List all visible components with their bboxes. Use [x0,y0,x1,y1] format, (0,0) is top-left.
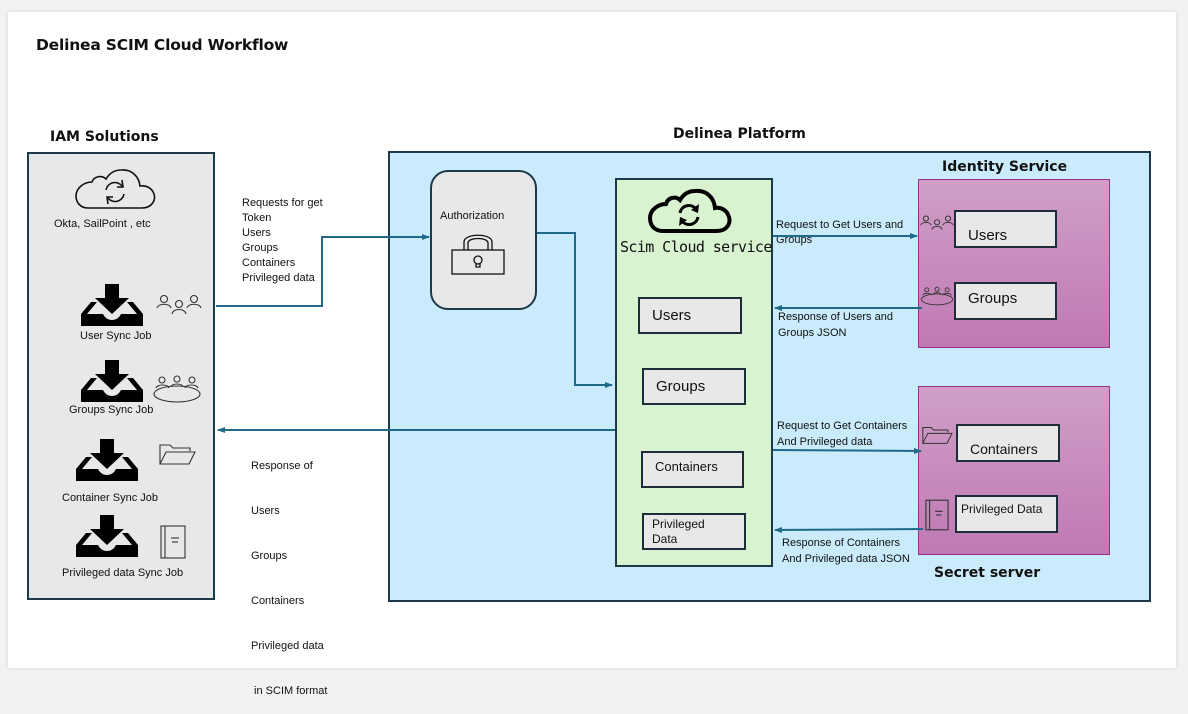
scim-item-containers: Containers [641,451,744,488]
platform-heading: Delinea Platform [673,126,806,142]
secret-server-heading: Secret server [934,565,1041,581]
secret-response-label: Response of Containers And Privileged da… [782,537,910,565]
scim-item-groups: Groups [642,368,746,405]
response-labels: Response of Users Groups Containers Priv… [251,429,327,714]
scim-service-label: Scim Cloud service [620,238,772,256]
response-label: Response of [251,460,313,472]
provider-label: Okta, SailPoint , etc [54,218,151,230]
identity-item-users: Users [954,210,1057,248]
scim-item-privileged-data-label: Privileged Data [652,516,705,546]
job-label: User Sync Job [80,330,152,342]
job-label: Container Sync Job [62,492,158,504]
identity-request-label: Request to Get Users and Groups [776,219,904,246]
authorization-label: Authorization [440,210,505,222]
notebook-icon [925,499,949,531]
download-tray-icon [76,515,138,557]
response-label: Groups [251,550,288,562]
response-label: Containers [251,595,305,607]
folder-icon [159,444,196,465]
iam-heading: IAM Solutions [50,129,159,145]
secret-item-privileged-data: Privileged Data [955,495,1058,533]
response-label: in SCIM format [251,685,328,697]
identity-service-heading: Identity Service [942,159,1068,175]
request-label: Users [242,227,271,239]
identity-service-panel [918,179,1110,348]
cloud-sync-icon [75,169,156,209]
group-meeting-icon [153,375,201,403]
request-label: Groups [242,242,279,254]
folder-icon [922,427,953,444]
request-labels: Requests for get Token Users Groups Cont… [242,196,323,286]
scim-item-users: Users [638,297,742,334]
notebook-icon [160,525,186,559]
download-tray-icon [81,360,143,402]
request-label: Privileged data [242,272,315,284]
page-title: Delinea SCIM Cloud Workflow [36,36,289,54]
request-label: Requests for get [242,197,323,209]
group-meeting-icon [920,286,954,306]
download-tray-icon [81,284,143,326]
response-label: Users [251,505,280,517]
identity-item-groups: Groups [954,282,1057,320]
users-icon [156,294,202,315]
identity-response-label: Response of Users and Groups JSON [778,311,893,339]
job-label: Groups Sync Job [69,404,154,416]
authorization-node [430,170,537,310]
scim-item-privileged-data: Privileged Data [642,513,746,550]
download-tray-icon [76,439,138,481]
response-label: Privileged data [251,640,324,652]
lock-icon [451,234,505,275]
job-label: Privileged data Sync Job [62,567,184,579]
request-label: Token [242,212,272,224]
cloud-sync-icon [647,188,732,233]
users-icon [920,215,954,230]
secret-item-containers: Containers [956,424,1060,462]
request-label: Containers [242,257,296,269]
secret-request-label: Request to Get Containers And Privileged… [777,420,908,448]
